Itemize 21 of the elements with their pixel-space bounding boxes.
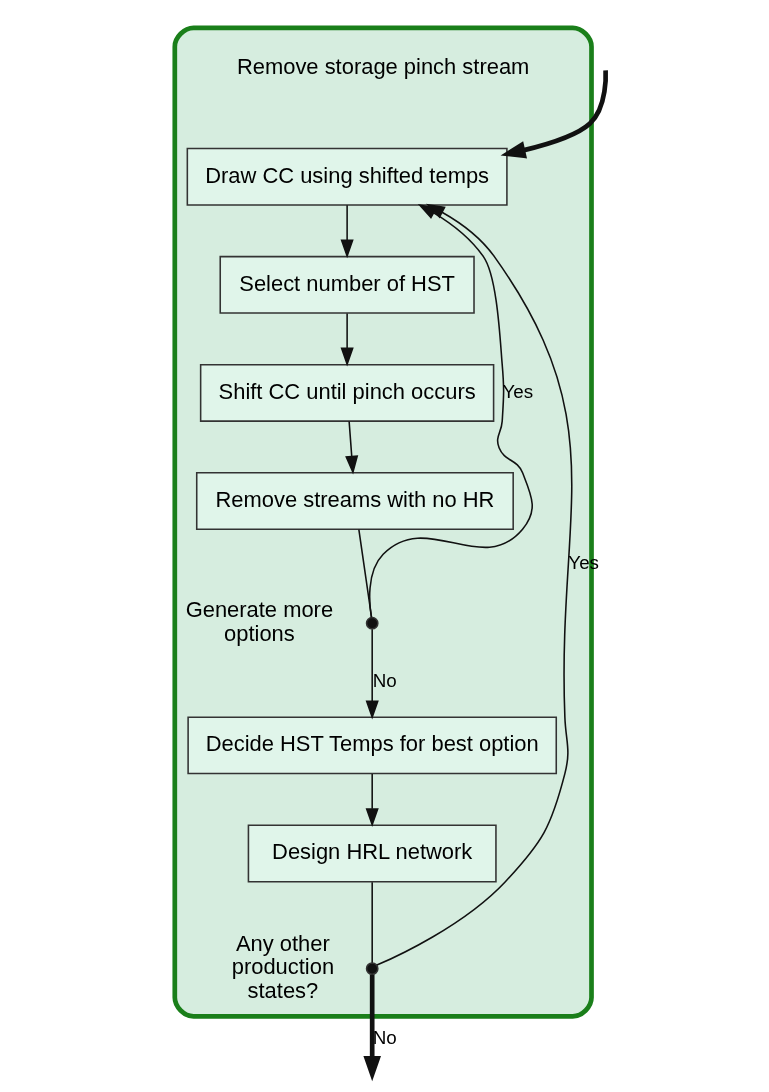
node-box: Draw CC using shifted temps xyxy=(186,147,508,206)
node-circle xyxy=(365,962,379,976)
node-box: Decide HST Temps for best option xyxy=(187,716,558,775)
arrow xyxy=(500,70,609,159)
label: Remove storage pinch stream xyxy=(236,54,530,80)
node-box: Shift CC until pinch occurs xyxy=(199,363,495,422)
edge-label: No xyxy=(372,1026,397,1048)
arrow xyxy=(340,204,354,259)
connector xyxy=(371,881,373,964)
arrow xyxy=(340,312,354,367)
node-box: Design HRL network xyxy=(247,824,497,883)
arrow xyxy=(345,420,359,475)
arrow xyxy=(363,974,381,1082)
node-circle xyxy=(365,616,379,630)
node-box: Remove streams with no HR xyxy=(195,472,514,530)
edge-label: No xyxy=(372,669,397,691)
arrow xyxy=(365,628,379,720)
arrow xyxy=(365,773,379,827)
node-label: Any other production states? xyxy=(231,930,335,1003)
node-box: Select number of HST xyxy=(219,255,475,314)
node-label: Generate more options xyxy=(185,597,334,646)
